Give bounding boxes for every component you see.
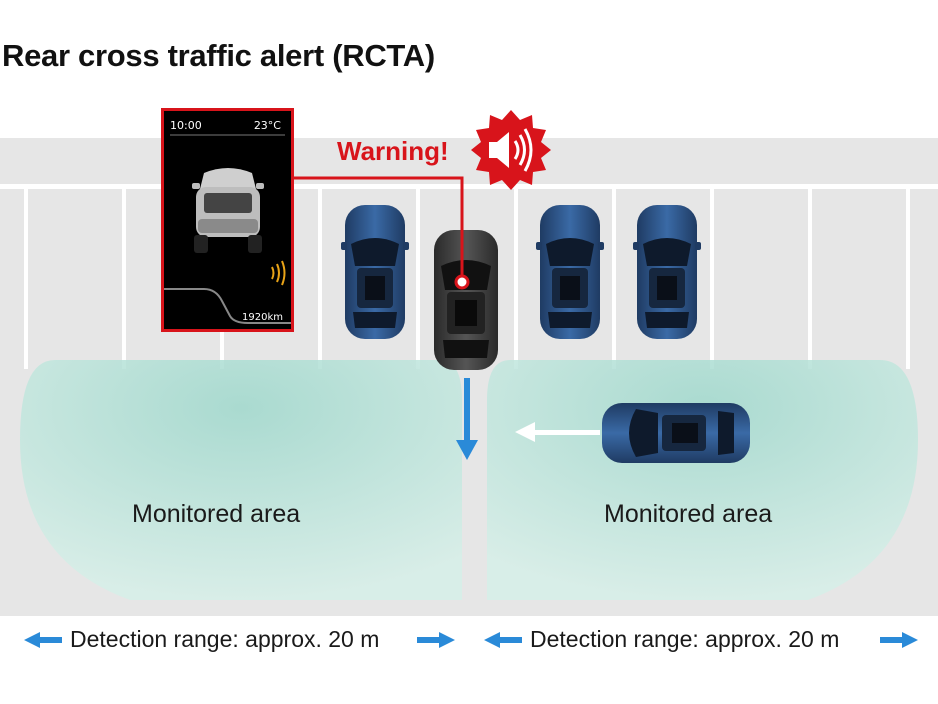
instrument-display: 10:00 23°C 1920km [161,108,294,332]
curb-line [0,184,938,189]
parked-car [633,205,701,339]
warning-point [454,274,470,290]
display-alert-icon [271,260,286,286]
monitored-zone-left [20,360,462,600]
display-odometer: 1920km [242,312,283,323]
monitored-area-label-right: Monitored area [604,500,773,528]
warning-label: Warning! [337,136,449,166]
display-temperature: 23°C [253,119,281,132]
display-graphics [164,134,291,324]
display-time: 10:00 [170,119,202,132]
monitored-area-label-left: Monitored area [132,500,301,528]
crossing-car [602,403,750,463]
parked-car [536,205,604,339]
warning-leader-line [288,176,464,282]
parked-car [341,205,409,339]
own-car [434,230,498,370]
display-road-line [164,288,291,324]
monitored-zone-right [487,360,918,600]
detection-range-label-right: Detection range: approx. 20 m [530,626,840,652]
page-title: Rear cross traffic alert (RCTA) [2,38,435,73]
detection-range-label-left: Detection range: approx. 20 m [70,626,380,652]
reverse-direction-arrow [456,378,478,460]
speaker-icon [471,110,551,190]
crossing-direction-arrow [515,422,600,442]
detection-range-arrows [24,632,918,648]
display-car-icon [192,168,264,253]
